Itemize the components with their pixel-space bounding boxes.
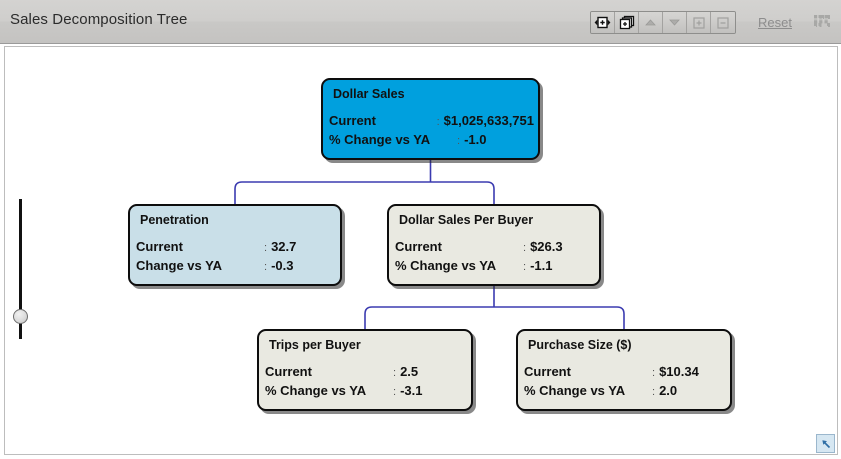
metric-label: Current xyxy=(136,239,183,254)
node-metric-row: Current:$1,025,633,751 xyxy=(329,113,534,132)
metric-separator: : xyxy=(436,116,440,128)
node-metric-row: % Change vs YA:-3.1 xyxy=(265,383,467,402)
metric-value: 32.7 xyxy=(271,239,297,254)
node-metric-row: % Change vs YA:-1.1 xyxy=(395,258,595,277)
node-metric-row: % Change vs YA:-1.0 xyxy=(329,132,534,151)
connector-branch xyxy=(234,181,431,204)
resize-handle[interactable] xyxy=(816,434,835,453)
node-metric-row: Change vs YA:-0.3 xyxy=(136,258,336,277)
node-metrics: Current:$1,025,633,751% Change vs YA:-1.… xyxy=(329,113,534,151)
node-metric-row: Current:32.7 xyxy=(136,239,336,258)
duplicate-icon[interactable] xyxy=(615,12,640,33)
metric-value: $1,025,633,751 xyxy=(443,113,534,128)
metric-separator: : xyxy=(264,261,268,273)
toolbar-button-group xyxy=(590,11,737,34)
metric-label: % Change vs YA xyxy=(395,258,497,273)
metric-label: Current xyxy=(524,364,571,379)
fit-width-icon[interactable] xyxy=(591,12,616,33)
metric-separator: : xyxy=(652,367,656,379)
node-metric-row: Current:2.5 xyxy=(265,364,467,383)
node-title: Trips per Buyer xyxy=(269,338,361,352)
metric-value: $10.34 xyxy=(659,364,699,379)
zoom-slider-track[interactable] xyxy=(19,199,22,339)
metric-value: $26.3 xyxy=(530,239,563,254)
metric-separator: : xyxy=(264,242,268,254)
node-metrics: Current:$10.34% Change vs YA:2.0 xyxy=(524,364,726,402)
node-metric-row: % Change vs YA:2.0 xyxy=(524,383,726,402)
metric-label: % Change vs YA xyxy=(329,132,431,147)
metric-value: 2.0 xyxy=(659,383,678,398)
node-title: Penetration xyxy=(140,213,209,227)
node-title: Dollar Sales Per Buyer xyxy=(399,213,534,227)
move-down-icon[interactable] xyxy=(663,12,688,33)
node-title: Dollar Sales xyxy=(333,87,405,101)
connector-branch xyxy=(494,306,625,329)
metric-separator: : xyxy=(523,242,527,254)
node-metrics: Current:$26.3% Change vs YA:-1.1 xyxy=(395,239,595,277)
zoom-slider-handle[interactable] xyxy=(13,309,28,324)
metric-label: Current xyxy=(265,364,312,379)
metric-value: -1.1 xyxy=(530,258,553,273)
metric-separator: : xyxy=(457,135,461,147)
metric-separator: : xyxy=(393,386,397,398)
tree-node-purchase-size[interactable]: Purchase Size ($)Current:$10.34% Change … xyxy=(516,329,732,411)
node-metric-row: Current:$26.3 xyxy=(395,239,595,258)
node-metrics: Current:2.5% Change vs YA:-3.1 xyxy=(265,364,467,402)
window-titlebar: Sales Decomposition Tree xyxy=(0,0,841,44)
metric-value: 2.5 xyxy=(400,364,419,379)
page-title: Sales Decomposition Tree xyxy=(10,11,188,28)
move-up-icon[interactable] xyxy=(639,12,664,33)
reset-link[interactable]: Reset xyxy=(758,15,792,30)
metric-label: % Change vs YA xyxy=(524,383,626,398)
metric-label: % Change vs YA xyxy=(265,383,367,398)
connector-branch xyxy=(430,181,495,204)
metric-label: Current xyxy=(329,113,376,128)
metric-value: -1.0 xyxy=(464,132,487,147)
metric-value: -0.3 xyxy=(271,258,294,273)
node-metric-row: Current:$10.34 xyxy=(524,364,726,383)
connector-branch xyxy=(364,306,494,329)
metric-label: Change vs YA xyxy=(136,258,222,273)
metric-separator: : xyxy=(393,367,397,379)
metric-value: -3.1 xyxy=(400,383,423,398)
metric-label: Current xyxy=(395,239,442,254)
fit-to-screen-icon[interactable] xyxy=(812,13,832,33)
metric-separator: : xyxy=(523,261,527,273)
metric-separator: : xyxy=(652,386,656,398)
node-title: Purchase Size ($) xyxy=(528,338,632,352)
toolbar: Reset xyxy=(590,10,835,35)
zoom-slider[interactable] xyxy=(10,199,32,339)
collapse-all-icon[interactable] xyxy=(711,12,736,33)
expand-all-icon[interactable] xyxy=(687,12,712,33)
